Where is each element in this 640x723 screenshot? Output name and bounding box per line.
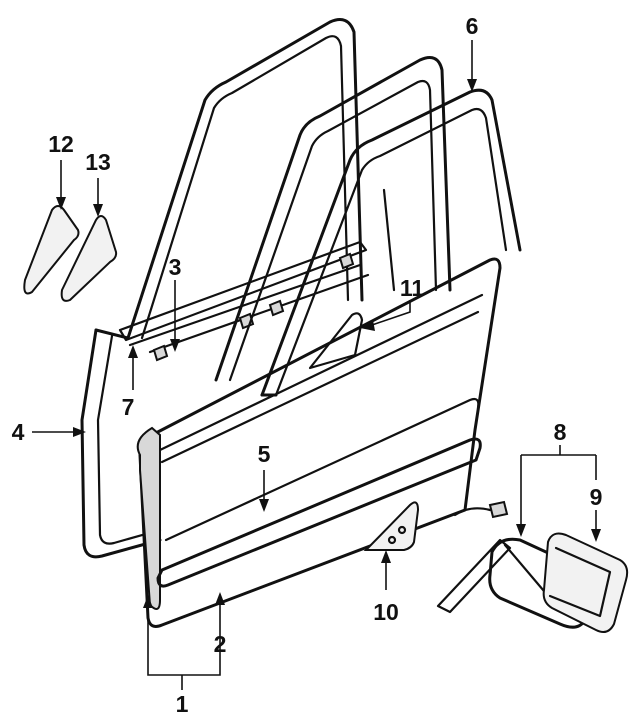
mirror-bracket[interactable]: [363, 501, 420, 551]
callout-labels: 1 2 3 4 5 6 7 8 9 10 11 12 13: [12, 13, 603, 717]
leader-lines: [32, 40, 601, 690]
callout-6: 6: [466, 13, 479, 39]
callout-8: 8: [554, 419, 567, 445]
callout-10: 10: [373, 599, 399, 625]
callout-4: 4: [12, 419, 25, 445]
callout-7: 7: [122, 394, 135, 420]
weatherstrip-opening[interactable]: [80, 18, 364, 559]
mirror-glass[interactable]: [542, 532, 629, 633]
callout-3: 3: [169, 254, 182, 280]
callout-11: 11: [400, 275, 425, 301]
callout-12: 12: [48, 131, 74, 157]
quarter-glass-12[interactable]: [23, 205, 80, 295]
callout-2: 2: [214, 631, 227, 657]
callout-5: 5: [258, 441, 271, 467]
body-side-molding[interactable]: [156, 397, 482, 588]
outside-mirror[interactable]: [436, 500, 599, 629]
window-run-channel[interactable]: [214, 56, 452, 382]
quarter-glass-13[interactable]: [60, 215, 118, 302]
belt-molding[interactable]: [118, 240, 370, 362]
callout-9: 9: [590, 484, 603, 510]
callout-13: 13: [85, 149, 111, 175]
reinforcement-bracket[interactable]: [308, 312, 364, 370]
callout-1: 1: [176, 691, 189, 717]
